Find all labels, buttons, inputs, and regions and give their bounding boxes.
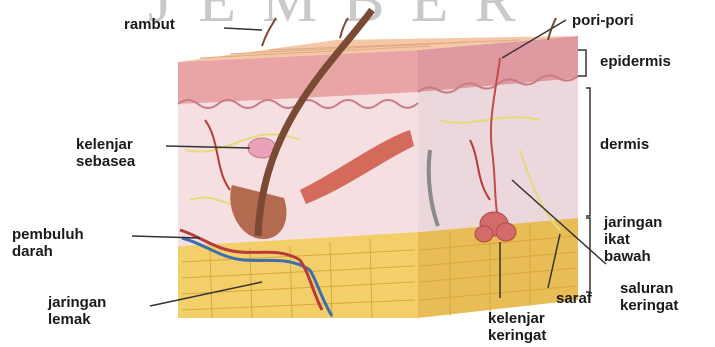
label-rambut: rambut <box>124 16 175 33</box>
label-saraf: saraf <box>556 290 592 307</box>
label-jaringan-lemak: jaringan lemak <box>48 294 106 328</box>
label-jaringan-ikat-bawah: jaringan ikat bawah <box>604 214 662 265</box>
bracket-dermis <box>586 88 590 216</box>
label-kelenjar-sebasea: kelenjar sebasea <box>76 136 135 170</box>
small-hair-2 <box>340 18 348 38</box>
leader-rambut <box>224 28 262 30</box>
label-epidermis: epidermis <box>600 53 671 70</box>
label-pori-pori: pori-pori <box>572 12 634 29</box>
label-dermis: dermis <box>600 136 649 153</box>
label-pembuluh-darah: pembuluh darah <box>12 226 84 260</box>
label-saluran-keringat: saluran keringat <box>620 280 678 314</box>
bracket-epidermis <box>578 50 586 76</box>
small-hair-1 <box>262 18 276 46</box>
label-kelenjar-keringat: kelenjar keringat <box>488 310 546 344</box>
bracket-subcutis <box>586 218 590 292</box>
